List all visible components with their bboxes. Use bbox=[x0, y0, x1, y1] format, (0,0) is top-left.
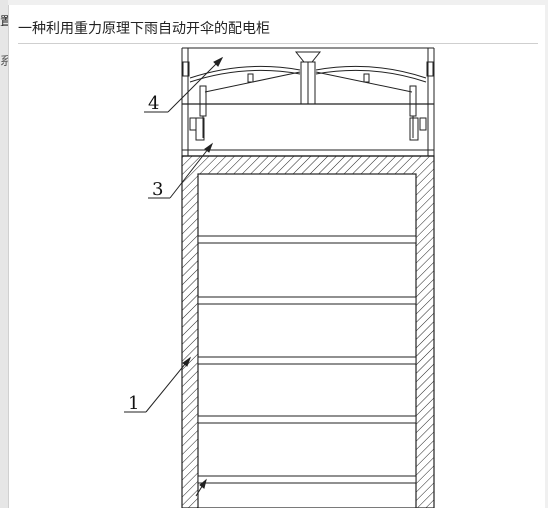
cabinet-body bbox=[181, 155, 435, 508]
background-window-strip: 置 系 bbox=[0, 0, 8, 508]
shelf bbox=[197, 296, 417, 305]
leader-lines bbox=[124, 56, 224, 497]
figure-title: 一种利用重力原理下雨自动开伞的配电柜 bbox=[18, 21, 270, 37]
cabinet-shelves bbox=[197, 235, 417, 484]
shelf bbox=[197, 235, 417, 244]
callout-label-4: 4 bbox=[148, 93, 159, 114]
umbrella-housing bbox=[181, 47, 435, 157]
background-text-fragment: 置 bbox=[0, 14, 8, 28]
shelf bbox=[197, 475, 417, 484]
background-text-fragment: 系 bbox=[0, 54, 8, 68]
title-divider bbox=[18, 43, 538, 44]
shelf bbox=[197, 356, 417, 365]
callout-label-3: 3 bbox=[152, 179, 163, 200]
callout-label-1: 1 bbox=[128, 393, 139, 414]
shelf bbox=[197, 415, 417, 424]
